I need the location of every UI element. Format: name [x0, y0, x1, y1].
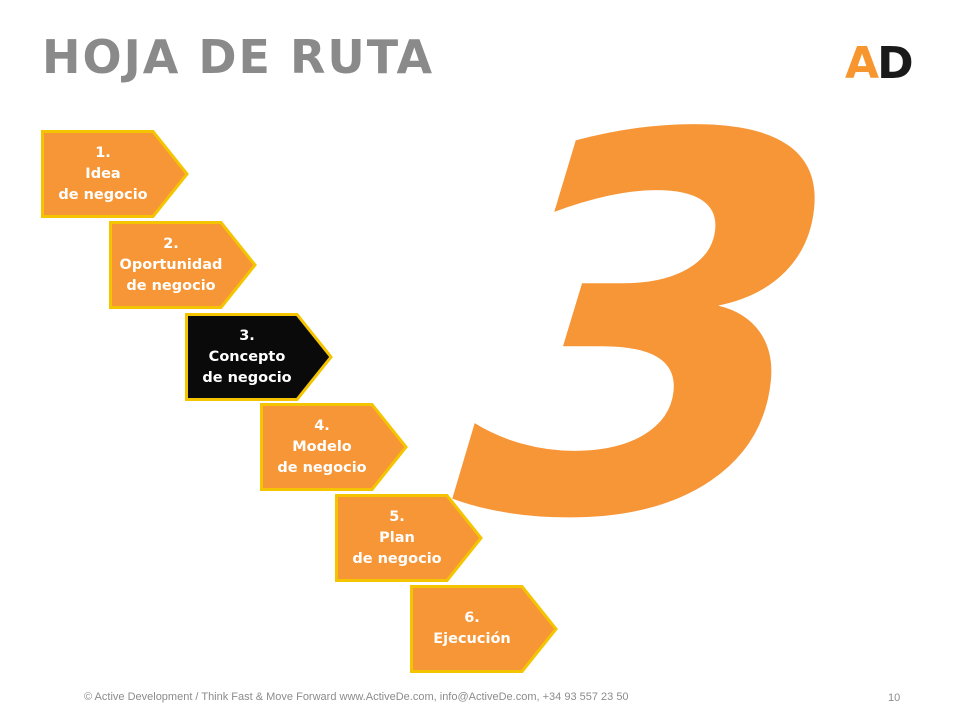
step-number: 2. — [163, 235, 179, 252]
logo-letter-a: A — [845, 38, 879, 89]
page-title: HOJA DE RUTA — [42, 30, 435, 84]
step-title: Idea — [85, 165, 121, 182]
step-title: Concepto — [208, 348, 286, 365]
step-number: 1. — [95, 144, 111, 161]
step-number: 6. — [464, 610, 480, 626]
step-5-plan: 5. Plan de negocio — [335, 494, 483, 582]
step-title: Modelo — [292, 438, 352, 455]
step-3-concepto: 3. Concepto de negocio — [185, 313, 333, 401]
page-number: 10 — [888, 692, 901, 704]
step-title: Plan — [379, 529, 415, 546]
step-arrow-shape — [109, 221, 257, 309]
step-4-modelo: 4. Modelo de negocio — [260, 403, 408, 491]
step-number: 4. — [314, 417, 330, 434]
step-arrow-shape — [41, 130, 189, 218]
step-title: Oportunidad — [119, 256, 223, 273]
step-title: Ejecución — [433, 631, 511, 647]
footer-text: © Active Development / Think Fast & Move… — [84, 691, 629, 703]
step-arrow-shape — [410, 585, 558, 673]
current-step-number: 3 — [438, 27, 864, 633]
step-6-ejecucion: 6. Ejecución — [410, 585, 558, 673]
step-2-oportunidad: 2. Oportunidad de negocio — [109, 221, 257, 309]
step-subtitle: de negocio — [58, 186, 148, 203]
step-arrow-shape — [185, 313, 333, 401]
step-arrow-shape — [260, 403, 408, 491]
step-number: 3. — [239, 327, 255, 344]
step-subtitle: de negocio — [352, 550, 442, 567]
step-subtitle: de negocio — [277, 459, 367, 476]
company-logo: AD — [845, 42, 914, 86]
step-arrow-shape — [335, 494, 483, 582]
logo-letter-d: D — [877, 38, 914, 89]
step-number: 5. — [389, 508, 405, 525]
step-subtitle: de negocio — [126, 277, 216, 294]
step-1-idea: 1. Idea de negocio — [41, 130, 189, 218]
step-subtitle: de negocio — [202, 369, 292, 386]
